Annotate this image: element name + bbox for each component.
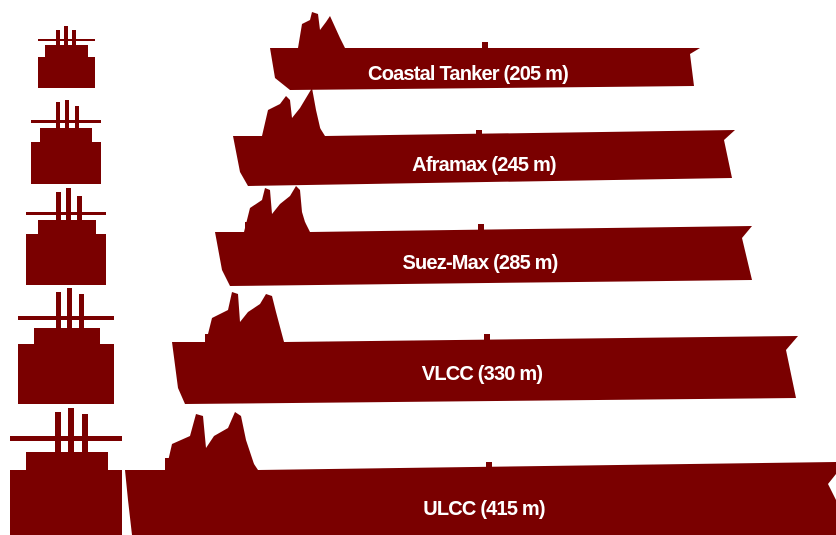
- ship-row-vlcc: VLCC (330 m): [18, 288, 798, 404]
- front-view-aframax: [31, 100, 101, 184]
- ship-label-aframax: Aframax (245 m): [412, 154, 556, 176]
- ship-row-suez-max: Suez-Max (285 m): [26, 186, 752, 286]
- front-view-coastal-tanker: [38, 26, 95, 88]
- ship-label-ulcc: ULCC (415 m): [423, 498, 545, 520]
- side-view-suez-max: [215, 186, 752, 286]
- front-view-ulcc: [10, 408, 122, 535]
- ship-row-coastal-tanker: Coastal Tanker (205 m): [38, 12, 700, 90]
- ship-label-suez-max: Suez-Max (285 m): [402, 252, 557, 274]
- ship-label-coastal-tanker: Coastal Tanker (205 m): [368, 63, 568, 85]
- side-view-aframax: [233, 88, 735, 186]
- ship-row-aframax: Aframax (245 m): [31, 88, 735, 186]
- side-view-vlcc: [172, 292, 798, 404]
- front-view-suez-max: [26, 188, 106, 285]
- ship-row-ulcc: ULCC (415 m): [10, 408, 836, 535]
- front-view-vlcc: [18, 288, 114, 404]
- side-view-coastal-tanker: [270, 12, 700, 90]
- side-view-ulcc: [125, 412, 836, 535]
- ship-label-vlcc: VLCC (330 m): [422, 363, 543, 385]
